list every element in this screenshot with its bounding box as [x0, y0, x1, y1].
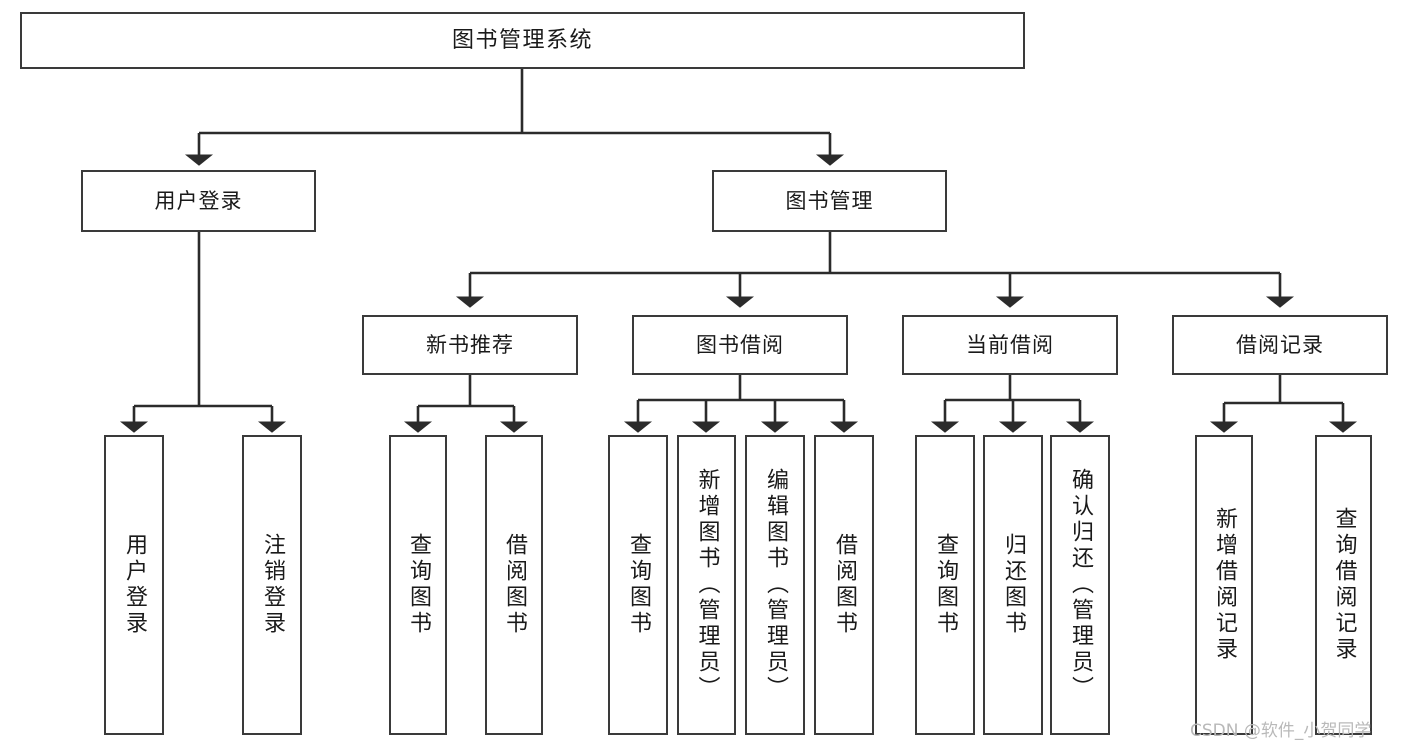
node-leaf-query-record-label: 查询借阅记录	[1331, 507, 1357, 663]
node-new-book-recommend[interactable]: 新书推荐	[362, 315, 578, 375]
node-current-borrow-label: 当前借阅	[966, 332, 1054, 357]
node-leaf-query-book-1[interactable]: 查询图书	[389, 435, 447, 735]
node-leaf-user-login-label: 用户登录	[122, 533, 147, 637]
node-new-book-recommend-label: 新书推荐	[426, 332, 514, 357]
node-current-borrow[interactable]: 当前借阅	[902, 315, 1118, 375]
node-leaf-borrow-book-2[interactable]: 借阅图书	[814, 435, 874, 735]
node-leaf-user-logout[interactable]: 注销登录	[242, 435, 302, 735]
node-root[interactable]: 图书管理系统	[20, 12, 1025, 69]
node-leaf-add-book-label: 新增图书（管理员）	[694, 468, 720, 702]
node-leaf-query-record[interactable]: 查询借阅记录	[1315, 435, 1372, 735]
node-book-manage-label: 图书管理	[785, 188, 874, 213]
node-book-borrow[interactable]: 图书借阅	[632, 315, 848, 375]
node-leaf-add-record[interactable]: 新增借阅记录	[1195, 435, 1253, 735]
node-leaf-edit-book[interactable]: 编辑图书（管理员）	[745, 435, 805, 735]
node-leaf-borrow-book-1-label: 借阅图书	[502, 533, 527, 637]
node-leaf-confirm-return[interactable]: 确认归还（管理员）	[1050, 435, 1110, 735]
node-leaf-return-book[interactable]: 归还图书	[983, 435, 1043, 735]
node-leaf-add-book[interactable]: 新增图书（管理员）	[677, 435, 736, 735]
node-leaf-confirm-return-label: 确认归还（管理员）	[1068, 468, 1093, 702]
node-leaf-query-book-2-label: 查询图书	[626, 533, 651, 637]
node-leaf-return-book-label: 归还图书	[1001, 533, 1026, 637]
node-leaf-query-book-2[interactable]: 查询图书	[608, 435, 668, 735]
node-book-manage[interactable]: 图书管理	[712, 170, 947, 232]
node-leaf-query-book-3-label: 查询图书	[933, 533, 958, 637]
node-book-borrow-label: 图书借阅	[696, 332, 784, 357]
node-leaf-user-logout-label: 注销登录	[260, 533, 285, 637]
node-leaf-edit-book-label: 编辑图书（管理员）	[763, 468, 788, 702]
node-leaf-borrow-book-2-label: 借阅图书	[832, 533, 857, 637]
node-leaf-borrow-book-1[interactable]: 借阅图书	[485, 435, 543, 735]
node-root-label: 图书管理系统	[451, 27, 593, 53]
node-borrow-record-label: 借阅记录	[1236, 332, 1324, 357]
node-user-login-label: 用户登录	[154, 188, 243, 213]
node-leaf-query-book-3[interactable]: 查询图书	[915, 435, 975, 735]
node-user-login[interactable]: 用户登录	[81, 170, 316, 232]
node-leaf-add-record-label: 新增借阅记录	[1212, 507, 1237, 663]
node-leaf-query-book-1-label: 查询图书	[406, 533, 431, 637]
node-leaf-user-login[interactable]: 用户登录	[104, 435, 164, 735]
node-borrow-record[interactable]: 借阅记录	[1172, 315, 1388, 375]
